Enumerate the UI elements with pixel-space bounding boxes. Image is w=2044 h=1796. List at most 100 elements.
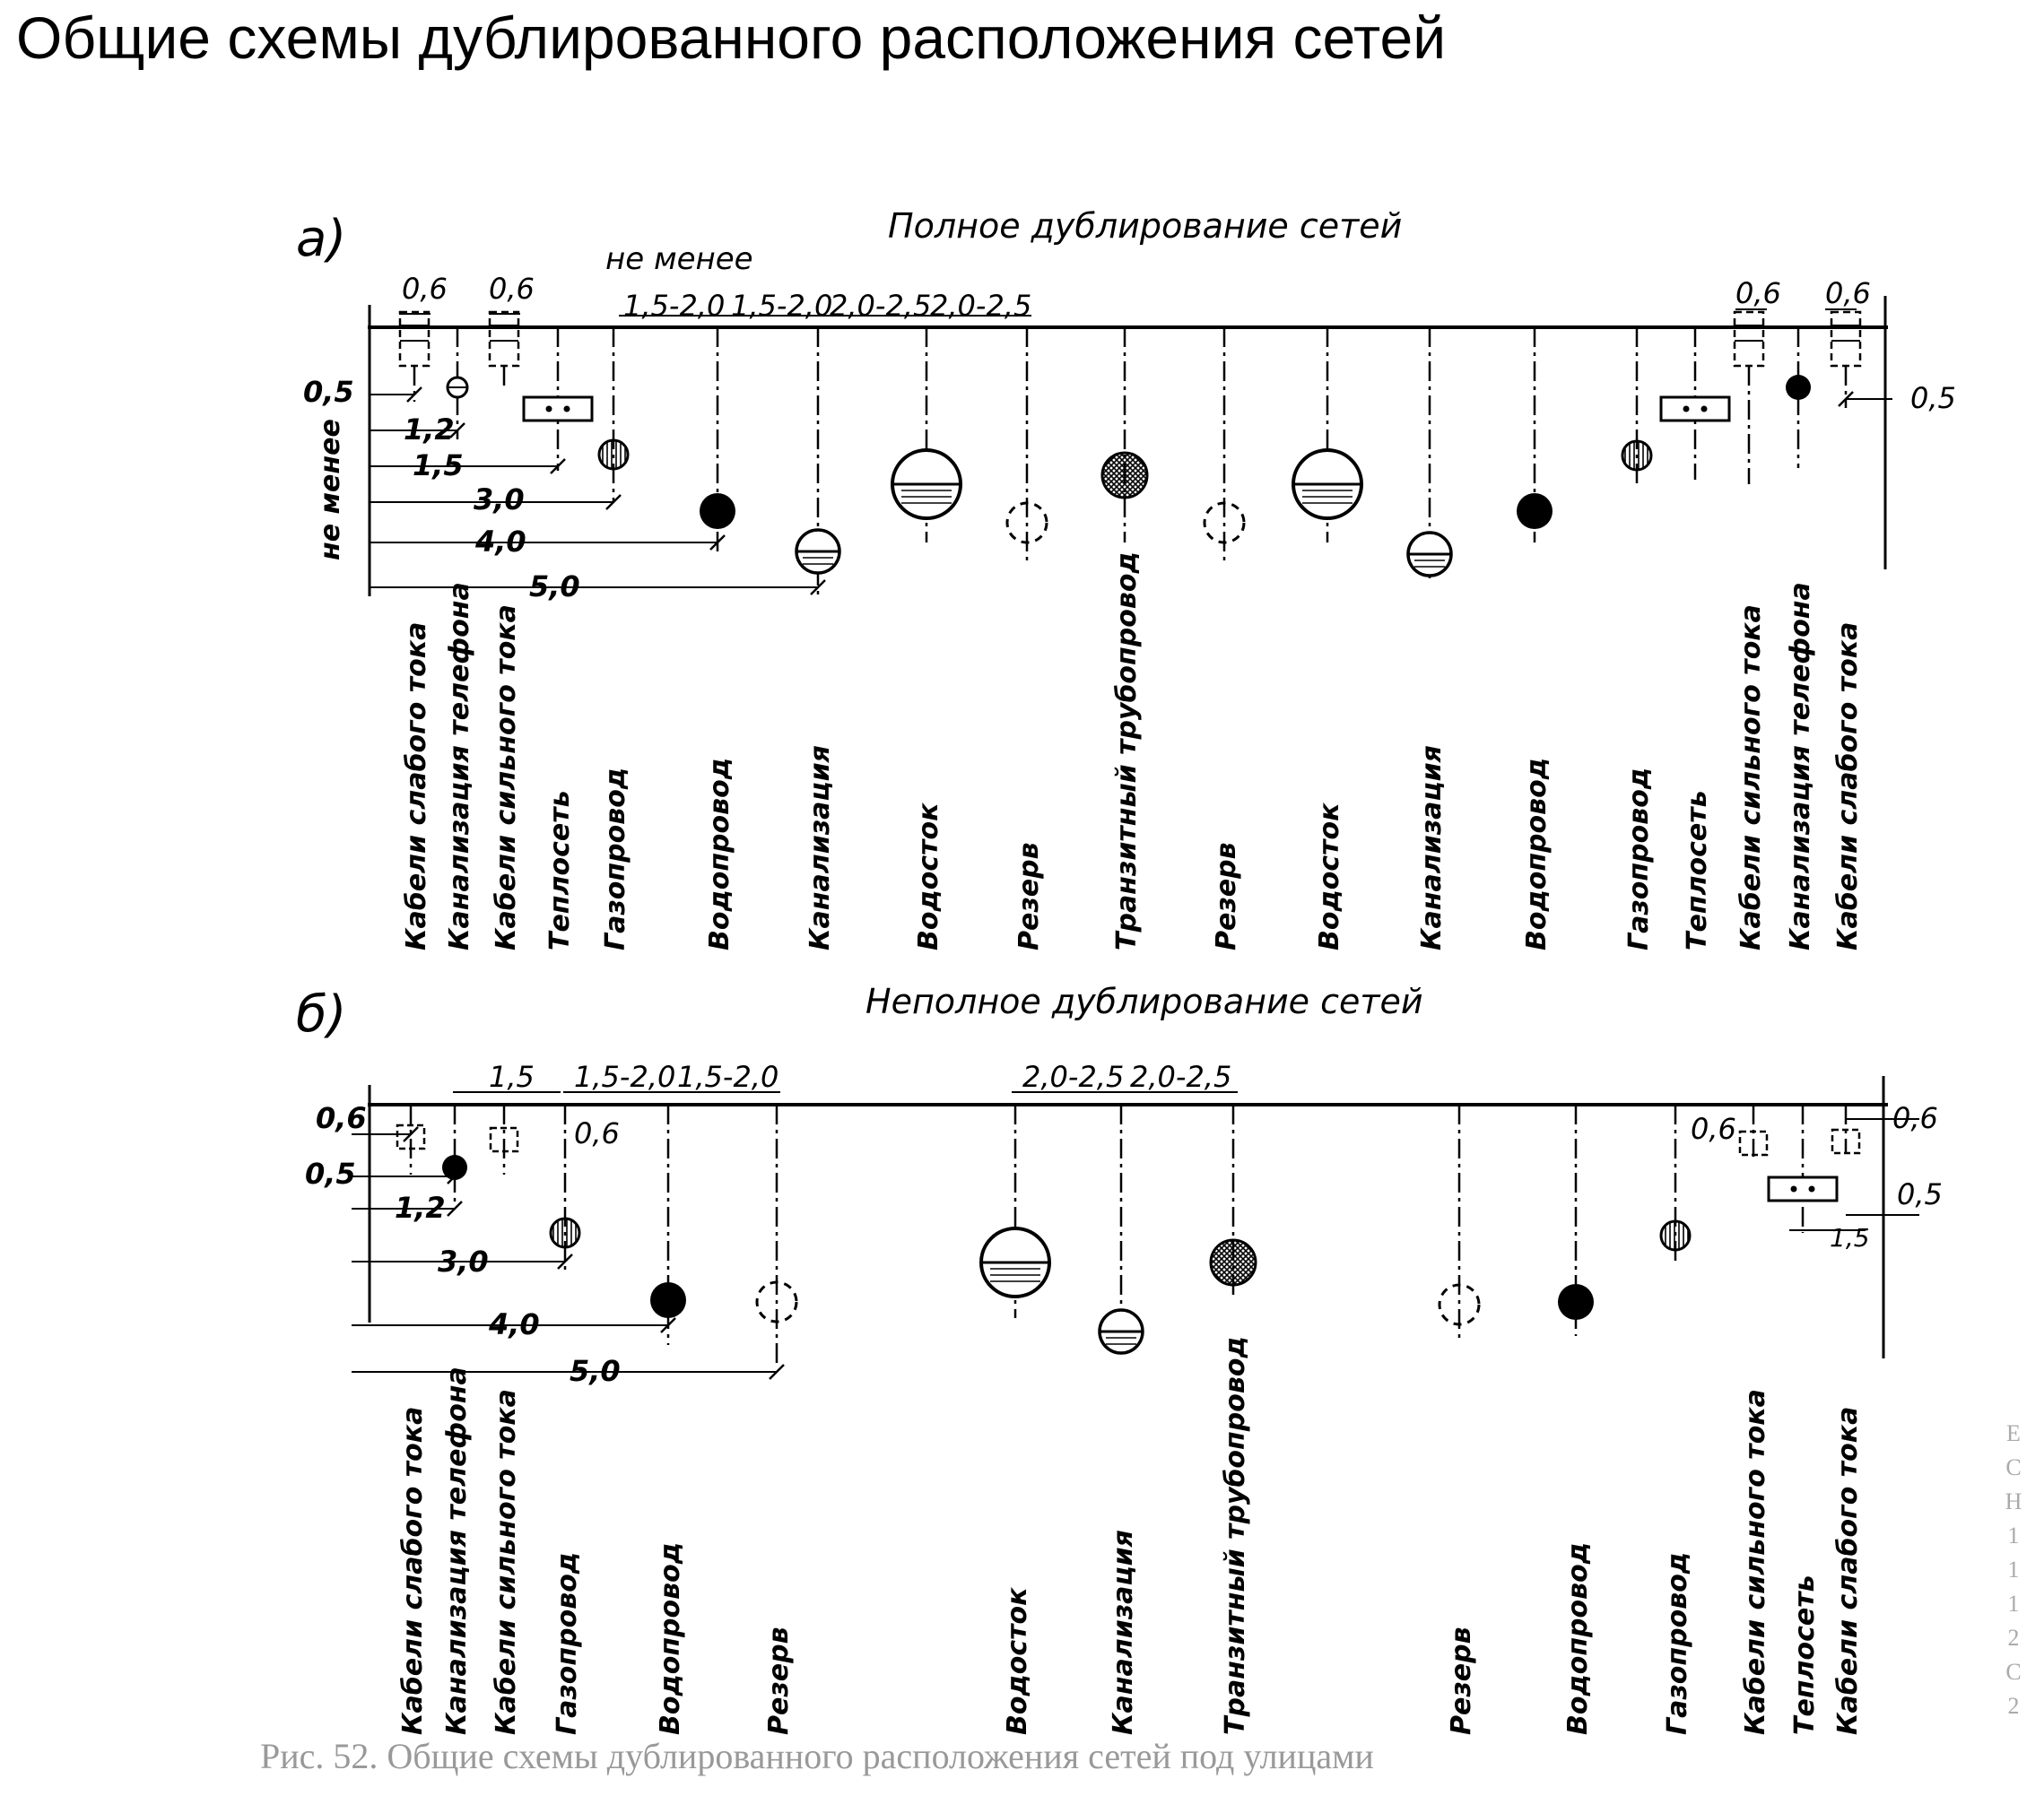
diagram-a-network-4: [597, 438, 630, 471]
edge-char: Н: [2005, 1488, 2022, 1514]
diagram-a-label-6: Канализация: [805, 745, 836, 950]
edge-char: Е: [2006, 1420, 2021, 1446]
diagram-b-inner-dim-0: 0,6: [574, 1116, 620, 1150]
diagram-a-label-8: Резерв: [1013, 842, 1045, 950]
diagram-b-label-3: Газопровод: [552, 1552, 583, 1735]
edge-char: С: [2005, 1454, 2022, 1480]
diagram-a-network-10-reserve-circle: [1203, 501, 1246, 544]
diagram-b-label-7: Канализация: [1108, 1530, 1139, 1735]
diagram-b-network-13-heat-box: [1767, 1176, 1839, 1202]
diagram-a-label-9: Транзитный трубопровод: [1111, 551, 1143, 950]
diagram-a-top-dim-7: 0,6: [1825, 276, 1871, 310]
diagram-b-network-10: [1558, 1284, 1594, 1320]
edge-char: 1: [2007, 1523, 2020, 1549]
diagram-a-network-18: [1830, 310, 1862, 368]
diagram-b-network-8-hatched-circle: [1209, 1238, 1257, 1287]
diagram-a-top-dim-0: 0,6: [402, 272, 448, 306]
diagram-a-left-dim-tick-1: [449, 422, 465, 438]
diagram-b-label-12: Кабели сильного тока: [1740, 1389, 1771, 1735]
diagram-a-network-1: [446, 376, 469, 399]
diagram-b-letter: б): [296, 985, 346, 1044]
diagram-a-network-10: [1203, 501, 1246, 544]
diagram-b-network-11-gas-circle: [1659, 1219, 1692, 1252]
diagram-a-network-16-cable-box: [1733, 310, 1765, 368]
diagram-b-top-dim-0: 1,5: [489, 1060, 535, 1094]
diagram-a-left-dim-1: 1,2: [404, 412, 455, 447]
diagram-a-label-4: Газопровод: [600, 768, 631, 950]
diagram-a-network-9: [1100, 451, 1149, 499]
diagram-b-network-4-solid-circle: [650, 1282, 686, 1318]
diagram-b-network-14: [1831, 1128, 1861, 1155]
diagram-a-network-13: [1517, 493, 1553, 529]
diagram-b-network-13-heat-pipe: [1808, 1185, 1815, 1193]
diagram-a-left-dim-tick-4: [709, 534, 726, 551]
diagram-b-label-5: Резерв: [763, 1627, 795, 1735]
diagram-b-network-9-reserve-circle: [1438, 1283, 1481, 1326]
diagram-a-left-dim-3: 3,0: [474, 482, 525, 516]
diagram-a-note-min-side: не менее: [315, 419, 346, 560]
diagram-b-network-0-cable-box: [396, 1124, 426, 1150]
diagram-a-left-dim-tick-5: [810, 579, 826, 595]
diagram-b-network-3: [549, 1217, 581, 1249]
diagram-a-top-dim-2: 1,5-2,0: [623, 289, 725, 323]
edge-char: 1: [2007, 1557, 2020, 1583]
diagram-a-label-5: Водопровод: [704, 758, 735, 950]
diagram-b-network-14-cable-box: [1831, 1128, 1861, 1155]
diagram-b-label-0: Кабели слабого тока: [397, 1407, 429, 1735]
diagram-b-network-12: [1738, 1130, 1769, 1157]
diagram-b-label-11: Газопровод: [1662, 1552, 1693, 1735]
diagram-a-network-8: [1005, 501, 1048, 544]
diagram-b-label-10: Водопровод: [1562, 1542, 1594, 1735]
diagram-a-network-3-heat-box: [522, 395, 594, 422]
diagram-a-network-18-cable-box: [1830, 310, 1862, 368]
diagram-a-left-dim-4: 4,0: [474, 525, 526, 559]
diagram-a-network-14-gas-circle: [1621, 439, 1653, 472]
diagram-b-network-13-heat-pipe: [1790, 1185, 1797, 1193]
diagram-a-network-4-gas-circle: [597, 438, 630, 471]
diagram-b-network-1: [442, 1155, 467, 1180]
diagram-b-network-5-reserve-circle: [755, 1280, 798, 1323]
diagram-a-network-3-heat-pipe: [563, 405, 570, 412]
diagram-b-top-dim-4: 2,0-2,5: [1130, 1060, 1231, 1094]
diagram-a-network-5: [700, 493, 735, 529]
diagram-b-label-6: Водосток: [1002, 1587, 1033, 1735]
diagram-a-network-6: [795, 528, 841, 575]
diagram-a-top-dim-4: 2,0-2,5: [830, 289, 931, 323]
diagram-b-left-dim-3: 3,0: [438, 1245, 489, 1279]
diagram-b-left-dim-0: 0,6: [316, 1101, 367, 1135]
diagram-b-network-12-cable-box: [1738, 1130, 1769, 1157]
diagram-a-network-2: [488, 310, 520, 368]
diagram-b-left-dim-2: 1,2: [395, 1191, 446, 1225]
diagram-a-network-15-heat-pipe: [1683, 405, 1690, 412]
diagram-a-right-dim-tick: [1838, 391, 1854, 407]
diagram-b-network-2: [489, 1126, 519, 1153]
diagram-b-left-dim-tick-5: [769, 1364, 785, 1380]
diagram-a-label-17: Канализация телефона: [1785, 582, 1816, 950]
diagram-a-network-5-solid-circle: [700, 493, 735, 529]
diagram-b-label-13: Теплосеть: [1789, 1575, 1821, 1735]
diagram-b-network-11: [1659, 1219, 1692, 1252]
diagram-b-left-dim-tick-0: [403, 1126, 419, 1142]
diagram-a-network-11: [1292, 448, 1363, 520]
diagram-a-label-13: Водопровод: [1521, 758, 1553, 950]
diagram-a-label-2: Кабели сильного тока: [491, 604, 522, 950]
diagram-b-heading: Неполное дублирование сетей: [865, 982, 1423, 1021]
diagram-a-label-11: Водосток: [1314, 803, 1345, 950]
diagram-a-note-min: не менее: [605, 241, 753, 277]
edge-char: С: [2005, 1659, 2022, 1685]
diagram-a-label-0: Кабели слабого тока: [401, 622, 432, 950]
diagram-b-left-dim-5: 5,0: [570, 1354, 621, 1388]
diagram-b-network-9: [1438, 1283, 1481, 1326]
diagram-a-label-18: Кабели слабого тока: [1832, 622, 1864, 950]
diagram-a-label-1: Канализация телефона: [444, 582, 475, 950]
diagram-b-network-6: [979, 1227, 1051, 1298]
diagram-a-left-dim-tick-3: [605, 494, 622, 510]
diagram-b-inner-dim-1: 0,6: [1691, 1112, 1736, 1146]
diagram-a-heading: Полное дублирование сетей: [888, 206, 1402, 246]
diagram-b-network-13: [1767, 1176, 1839, 1202]
diagram-a-network-0: [398, 310, 431, 368]
page-title: Общие схемы дублированного расположения …: [16, 4, 1447, 71]
diagram-a-left-dim-2: 1,5: [413, 448, 464, 482]
